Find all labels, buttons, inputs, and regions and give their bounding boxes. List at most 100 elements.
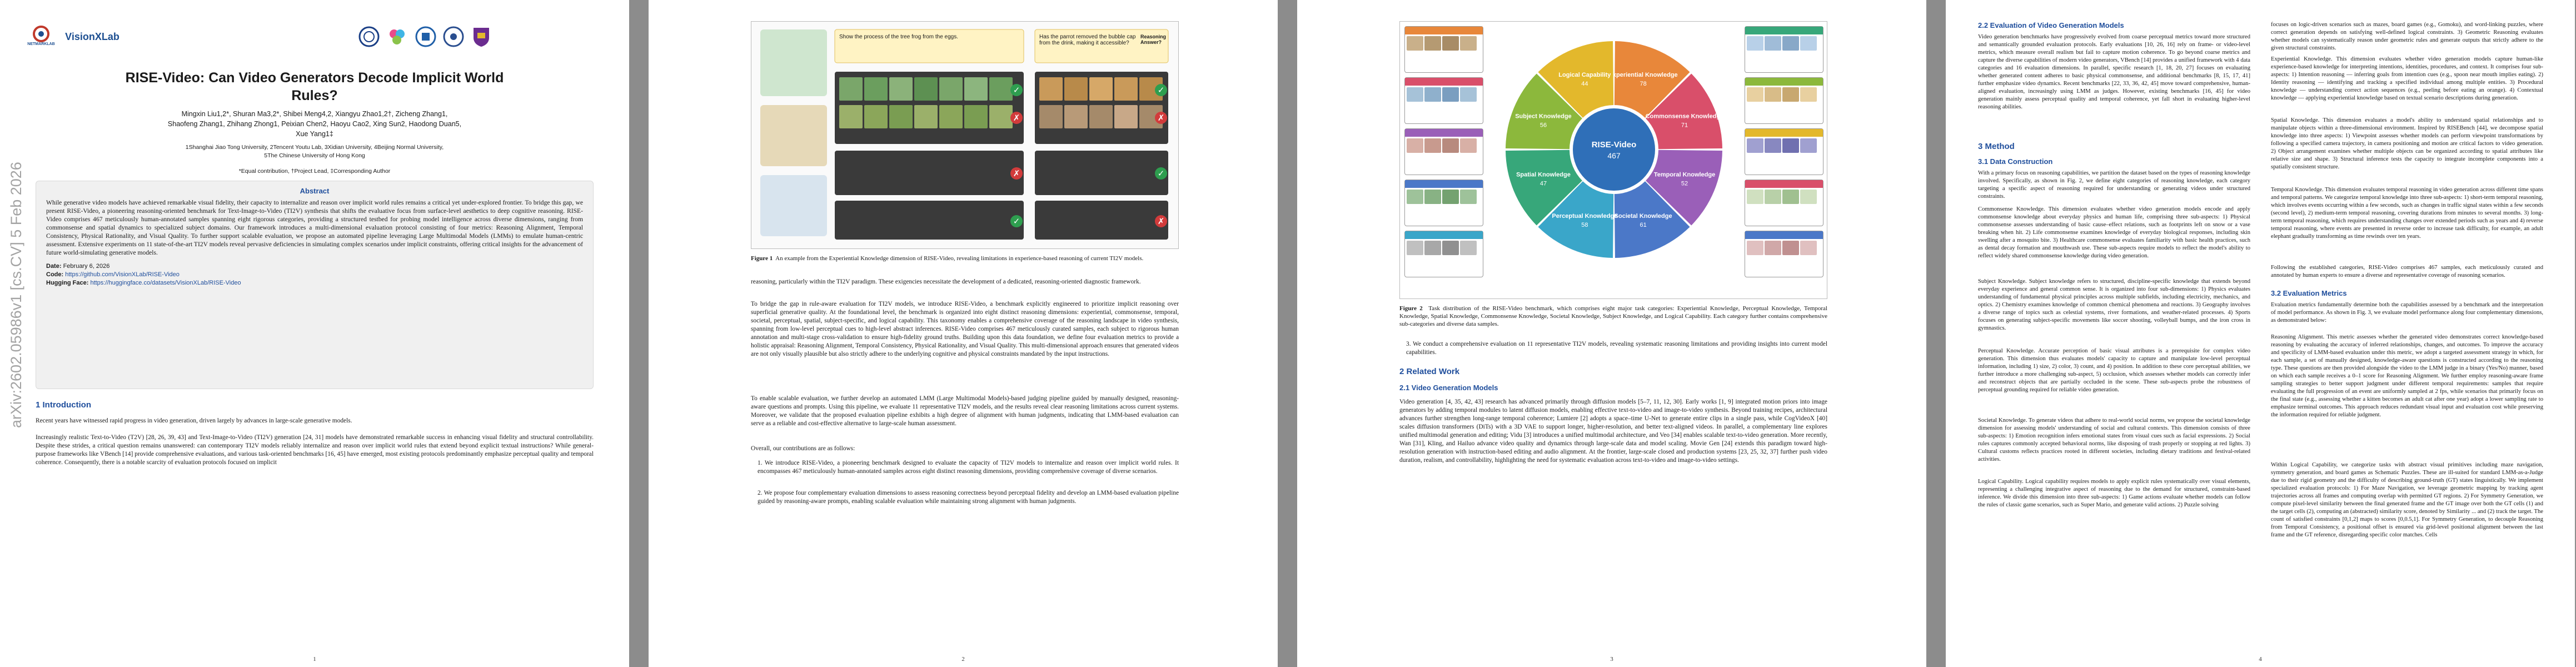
p4-right-paragraph-2: Experiential Knowledge. This dimension e…	[2271, 56, 2543, 101]
page-number: 1	[313, 656, 316, 663]
sample-card	[1745, 26, 1823, 73]
contribution-3: 3. We conduct a comprehensive evaluation…	[1406, 341, 1827, 356]
figure-1-caption: Figure 1 An example from the Experientia…	[751, 255, 1144, 262]
figure-1-instruction-b: Has the parrot removed the bubble cap fr…	[1039, 34, 1136, 46]
wheel-center	[1573, 108, 1655, 191]
university-seal-3	[442, 26, 465, 48]
p4-right-paragraph-4: Temporal Knowledge. This dimension evalu…	[2271, 187, 2543, 240]
p4-left-paragraph-7: Logical Capability. Logical capability r…	[1978, 479, 2250, 508]
wheel-segment-count: 61	[1640, 222, 1646, 228]
check-icon: ✓	[1010, 215, 1023, 227]
cross-icon: ✗	[1010, 167, 1023, 180]
method-heading: 3 Method	[1978, 142, 2015, 151]
related-work-heading: 2 Related Work	[1399, 367, 1460, 376]
p4-left-paragraph-3: Commonsense Knowledge. This dimension ev…	[1978, 206, 2250, 259]
check-icon: ✓	[1155, 167, 1167, 180]
page-number: 4	[2259, 656, 2262, 663]
wheel-segment	[1614, 41, 1690, 118]
abstract-heading: Abstract	[300, 187, 330, 195]
p4-right-paragraph-8: Within Logical Capability, we categorize…	[2271, 462, 2543, 538]
wheel-segment-count: 58	[1581, 222, 1588, 228]
abstract-body: While generative video models have achie…	[46, 199, 583, 256]
evaluation-heading: 2.2 Evaluation of Video Generation Model…	[1978, 21, 2124, 29]
huggingface-link[interactable]: https://huggingface.co/datasets/VisionXL…	[90, 280, 241, 286]
intro-paragraph-1: Recent years have witnessed rapid progre…	[36, 417, 352, 424]
film-strip-3	[1039, 77, 1163, 101]
page2-paragraph-3: To enable scalable evaluation, we furthe…	[751, 395, 1179, 427]
page2-paragraph-1: reasoning, particularly within the TI2V …	[751, 278, 1141, 285]
abstract-box: Abstract While generative video models h…	[36, 181, 594, 389]
p4-right-paragraph-5: Following the established categories, RI…	[2271, 265, 2543, 278]
wheel-segment	[1614, 181, 1690, 258]
wheel-segment-label: Logical Capability	[1558, 72, 1611, 78]
page-4: 2.2 Evaluation of Video Generation Model…	[1946, 0, 2575, 667]
page2-paragraph-2: To bridge the gap in rule-aware evaluati…	[751, 301, 1179, 357]
page-1: arXiv:2602.05986v1 [cs.CV] 5 Feb 2026 NE…	[0, 0, 629, 667]
wheel-segment-label: Spatial Knowledge	[1516, 172, 1571, 178]
wheel-segment-label: Experiential Knowledge	[1609, 72, 1678, 78]
introduction-heading: 1 Introduction	[36, 400, 91, 410]
page2-paragraph-4: Overall, our contributions are as follow…	[751, 445, 855, 452]
wheel-segment	[1506, 150, 1582, 226]
sample-card	[1404, 128, 1483, 175]
figure-1: Show the process of the tree frog from t…	[751, 21, 1179, 249]
check-icon: ✓	[1010, 84, 1023, 96]
intro-paragraph-2: Increasingly realistic Text-to-Video (T2…	[36, 434, 594, 466]
p4-left-paragraph-5: Perceptual Knowledge. Accurate perceptio…	[1978, 348, 2250, 393]
wheel-segment-label: Subject Knowledge	[1515, 113, 1571, 120]
sample-card	[1404, 26, 1483, 73]
tencent-youtu-logo	[386, 26, 408, 48]
author-list: Mingxin Liu1,2*, Shuran Ma3,2*, Shibei M…	[167, 110, 462, 138]
contribution-notes: *Equal contribution, †Project Lead, ‡Cor…	[238, 168, 391, 175]
film-strip-4	[1039, 105, 1163, 128]
visionxlab-logo: VisionXLab	[65, 31, 119, 42]
p4-right-paragraph-6: Evaluation metrics fundamentally determi…	[2271, 302, 2543, 323]
figure-1-illustration	[760, 29, 1169, 240]
cross-icon: ✗	[1155, 112, 1167, 124]
p4-right-paragraph-3: Spatial Knowledge. This dimension evalua…	[2271, 117, 2543, 170]
page-number: 3	[1610, 656, 1613, 663]
wheel-segment	[1506, 73, 1582, 150]
wheel-segment-count: 71	[1681, 122, 1688, 128]
video-generation-models-heading: 2.1 Video Generation Models	[1399, 384, 1498, 392]
film-strip-2	[839, 105, 1013, 128]
sample-card	[1404, 231, 1483, 277]
cross-icon: ✗	[1010, 112, 1023, 124]
code-link[interactable]: https://github.com/VisionXLab/RISE-Video	[65, 271, 180, 278]
netmark-logo: NETMARKLAB	[24, 26, 58, 46]
wheel-segment	[1538, 181, 1614, 258]
wheel-segment	[1646, 150, 1722, 226]
evaluation-metrics-heading: 3.2 Evaluation Metrics	[2271, 289, 2347, 297]
p4-right-paragraph-7: Reasoning Alignment. This metric assesse…	[2271, 334, 2543, 418]
p4-right-paragraph-1: focuses on logic-driven scenarios such a…	[2271, 22, 2543, 51]
paper-date: February 6, 2026	[63, 263, 110, 270]
check-icon: ✓	[1155, 84, 1167, 96]
wheel-segment	[1538, 41, 1614, 118]
wheel-center-title: RISE-Video	[1592, 140, 1637, 150]
data-construction-heading: 3.1 Data Construction	[1978, 157, 2053, 166]
p4-left-paragraph-4: Subject Knowledge. Subject knowledge ref…	[1978, 278, 2250, 331]
film-strip-1	[839, 77, 1013, 101]
sample-card	[1745, 231, 1823, 277]
wheel-segment-count: 56	[1540, 122, 1547, 128]
page-2: Show the process of the tree frog from t…	[649, 0, 1278, 667]
wheel-segment-label: Commonsense Knowledge	[1646, 113, 1724, 120]
wheel-center-count: 467	[1607, 151, 1621, 160]
figure-2-caption: Figure 2 Task distribution of the RISE-V…	[1399, 305, 1827, 327]
wheel-segment	[1646, 73, 1722, 150]
wheel-segment-label: Societal Knowledge	[1615, 213, 1672, 220]
page-number: 2	[961, 656, 965, 663]
university-seal-1	[358, 26, 380, 48]
logo-row: NETMARKLAB VisionXLab	[24, 26, 607, 64]
contribution-1: 1. We introduce RISE-Video, a pioneering…	[758, 460, 1179, 475]
wheel-segment-count: 47	[1540, 181, 1547, 187]
wheel-segment-count: 44	[1581, 81, 1588, 87]
abstract-meta: Date: February 6, 2026 Code: https://git…	[46, 263, 241, 286]
sample-card	[1404, 77, 1483, 124]
arxiv-identifier: arXiv:2602.05986v1 [cs.CV] 5 Feb 2026	[8, 162, 24, 428]
figure-1-answer-label: Reasoning Answer?	[1140, 34, 1167, 45]
cross-icon: ✗	[1155, 215, 1167, 227]
p4-left-paragraph-1: Video generation benchmarks have progres…	[1978, 34, 2250, 110]
